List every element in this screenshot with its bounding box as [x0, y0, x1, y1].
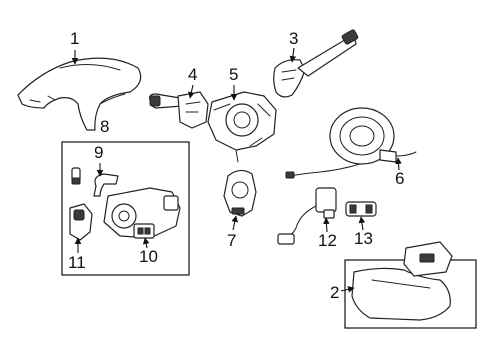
wiper-switch-part [273, 29, 359, 98]
callout-12: 12 [318, 231, 337, 250]
callout-6: 6 [395, 169, 404, 188]
callout-10: 10 [139, 247, 158, 266]
turn-signal-switch-part [149, 91, 209, 129]
callout-13: 13 [354, 229, 373, 248]
sensor-part-7 [223, 169, 257, 217]
callout-11: 11 [68, 253, 86, 272]
switch-housing-part [207, 91, 277, 163]
callout-3: 3 [289, 29, 298, 48]
lower-shroud-part [351, 241, 453, 321]
callout-5: 5 [229, 65, 238, 84]
upper-shroud-part [17, 57, 142, 131]
lock-cylinder-part-11 [69, 203, 93, 241]
callout-7: 7 [227, 231, 236, 250]
callout-9: 9 [94, 143, 103, 162]
bracket-part-9 [71, 167, 119, 197]
connector-part-10 [133, 223, 155, 239]
ignition-switch-part [103, 187, 181, 239]
callout-8: 8 [100, 117, 109, 136]
clockspring-part [285, 107, 417, 179]
callout-2: 2 [330, 283, 339, 302]
group-box-8 [61, 141, 190, 276]
leader-lines [71, 47, 402, 293]
harness-part-12 [277, 187, 337, 245]
callout-1: 1 [70, 29, 79, 48]
callout-4: 4 [188, 65, 197, 84]
switch-part-13 [345, 201, 377, 217]
